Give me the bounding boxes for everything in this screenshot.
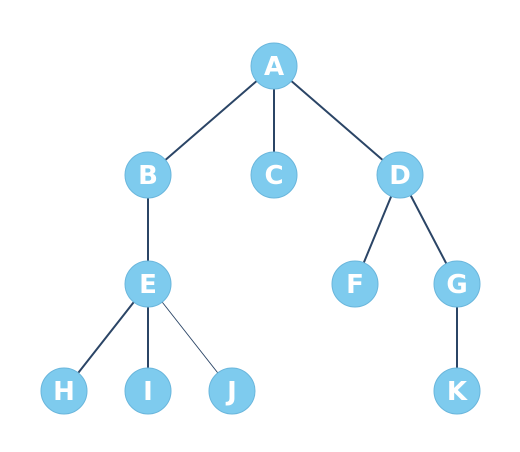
node-circle [250, 151, 298, 199]
node-circle [250, 42, 298, 90]
node-j: J [208, 367, 256, 415]
edges-layer [63, 65, 458, 392]
node-i: I [124, 367, 172, 415]
node-f: F [331, 260, 379, 308]
node-circle [433, 260, 481, 308]
node-label: B [138, 161, 158, 191]
node-g: G [433, 260, 481, 308]
node-b: B [124, 151, 172, 199]
node-label: H [53, 377, 75, 407]
node-circle [40, 367, 88, 415]
edge-a-d [273, 65, 401, 176]
node-circle [124, 151, 172, 199]
node-circle [124, 367, 172, 415]
edge-a-b [147, 65, 275, 176]
node-label: J [225, 377, 237, 407]
node-circle [376, 151, 424, 199]
node-circle [433, 367, 481, 415]
node-e: E [124, 260, 172, 308]
node-label: E [139, 270, 157, 300]
node-d: D [376, 151, 424, 199]
node-label: F [346, 270, 364, 300]
node-label: K [447, 377, 468, 407]
node-c: C [250, 151, 298, 199]
node-circle [208, 367, 256, 415]
node-k: K [433, 367, 481, 415]
nodes-layer: A B C D E F G H I J K [40, 42, 481, 415]
node-circle [331, 260, 379, 308]
node-label: I [143, 377, 153, 407]
node-a: A [250, 42, 298, 90]
node-label: A [264, 52, 284, 82]
node-circle [124, 260, 172, 308]
node-label: C [264, 161, 283, 191]
node-label: D [389, 161, 411, 191]
node-h: H [40, 367, 88, 415]
node-label: G [446, 270, 467, 300]
